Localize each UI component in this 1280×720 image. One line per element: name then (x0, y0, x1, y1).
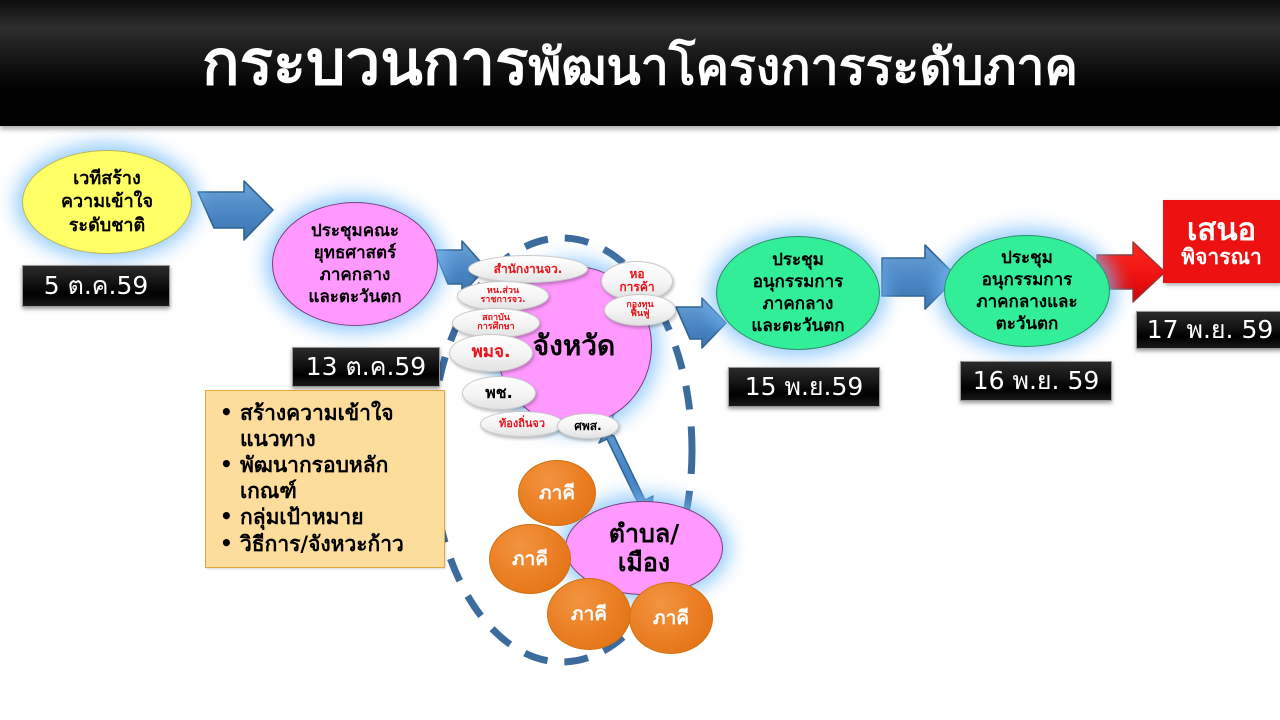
province-partner-pochor[interactable]: พช. (462, 376, 536, 410)
province-partner-label-5: ท้องถิ่นจว (498, 417, 546, 431)
date-badge-strategy-meeting: 13 ต.ค.59 (292, 347, 440, 387)
partner-circle-label-2: ภาคี (571, 603, 607, 625)
node-sub2-line1: ประชุม (1001, 247, 1053, 268)
node-proposal-line2: พิจารณา (1181, 245, 1262, 270)
partner-circle-label-1: ภาคี (512, 548, 548, 570)
node-sub1-line4: และตะวันตก (751, 316, 845, 337)
arrow-forum-to-strategy (197, 180, 274, 241)
node-sub2-line3: ภาคกลางและ (976, 292, 1078, 312)
node-proposal[interactable]: เสนอ พิจารณา (1163, 200, 1280, 283)
date-badge-national-forum: 5 ต.ค.59 (22, 265, 170, 307)
node-tambon-line1: ตำบล/ (608, 519, 680, 548)
node-strategy-line4: และตะวันตก (308, 287, 402, 308)
province-partner-label-7b: การค้า (619, 280, 655, 294)
date-badge-subcommittee-2: 16 พ.ย. 59 (960, 361, 1112, 401)
date-badge-subcommittee-1: 15 พ.ย.59 (728, 367, 880, 407)
node-national-forum-line1: เวทีสร้าง (73, 168, 141, 190)
province-partner-pomochor[interactable]: พมจ. (449, 334, 533, 372)
node-strategy-line3: ภาคกลาง (319, 265, 391, 285)
province-partner-sopasor[interactable]: ศพส. (557, 413, 619, 439)
province-partner-label-6: ศพส. (574, 418, 602, 433)
node-sub1-line1: ประชุม (772, 249, 824, 270)
province-partner-label-3: พมจ. (471, 342, 511, 363)
province-partner-local-admin[interactable]: ท้องถิ่นจว (480, 411, 564, 437)
partner-circle-label-3: ภาคี (653, 607, 689, 629)
province-partner-label-2b: การศึกษา (477, 322, 515, 332)
node-proposal-line1: เสนอ (1186, 211, 1257, 248)
partner-circle-4[interactable]: ภาคี (629, 582, 713, 654)
node-sub2-line2: อนุกรรมการ (981, 269, 1073, 290)
notes-item-1: พัฒนากรอบหลักเกณฑ์ (220, 452, 434, 504)
node-strategy-line1: ประชุมคณะ (310, 220, 400, 241)
province-partner-label-8b: ฟื้นฟู (630, 309, 650, 319)
province-partner-label-7a: หอ (629, 267, 645, 282)
province-partner-rehab-fund[interactable]: กองทุน ฟื้นฟู (604, 294, 676, 326)
node-sub1-line3: ภาคกลาง (762, 294, 834, 314)
node-national-forum-line3: ระดับชาติ (68, 214, 146, 236)
notes-box: สร้างความเข้าใจแนวทาง พัฒนากรอบหลักเกณฑ์… (205, 390, 445, 568)
node-sub1-line2: อนุกรรมการ (752, 271, 844, 292)
date-badge-proposal: 17 พ.ย. 59 (1136, 311, 1280, 349)
node-province-hub-label: จังหวัด (532, 329, 616, 362)
province-partner-hua-na-suan-rachakan[interactable]: หน.ส่วน ราชการจว. (457, 281, 549, 311)
node-sub2-line4: ตะวันตก (995, 314, 1059, 335)
page-title-main: กระบวนการ (202, 26, 529, 99)
node-tambon-line2: เมือง (617, 548, 671, 577)
notes-item-0: สร้างความเข้าใจแนวทาง (220, 400, 434, 452)
node-national-forum[interactable]: เวทีสร้าง ความเข้าใจ ระดับชาติ (22, 150, 192, 254)
province-partner-label-1b: ราชการจว. (480, 295, 526, 305)
province-partner-label-2a: สถาบัน (482, 312, 510, 323)
province-partner-label-4: พช. (485, 382, 513, 402)
province-partner-label-1a: หน.ส่วน (486, 285, 520, 296)
notes-item-3: วิธีการ/จังหวะก้าว (220, 531, 434, 558)
node-strategy-meeting[interactable]: ประชุมคณะ ยุทธศาสตร์ ภาคกลาง และตะวันตก (272, 202, 438, 326)
node-subcommittee-1[interactable]: ประชุม อนุกรรมการ ภาคกลาง และตะวันตก (716, 236, 880, 350)
partner-circle-3[interactable]: ภาคี (547, 578, 631, 650)
province-partner-educational-institute[interactable]: สถาบัน การศึกษา (452, 308, 540, 338)
node-strategy-line2: ยุทธศาสตร์ (313, 242, 397, 263)
partner-circle-label-0: ภาคี (539, 482, 575, 504)
notes-item-2: กลุ่มเป้าหมาย (220, 504, 434, 531)
node-subcommittee-2[interactable]: ประชุม อนุกรรมการ ภาคกลางและ ตะวันตก (944, 235, 1110, 347)
partner-circle-1[interactable]: ภาคี (518, 460, 596, 526)
province-partner-label-0: สำนักงานจว. (493, 261, 563, 276)
page-title-sub: พัฒนาโครงการระดับภาค (528, 38, 1078, 96)
title-banner: กระบวนการพัฒนาโครงการระดับภาค (0, 0, 1280, 126)
partner-circle-2[interactable]: ภาคี (489, 524, 571, 594)
node-national-forum-line2: ความเข้าใจ (60, 191, 154, 213)
province-partner-label-8a: กองทุน (626, 299, 654, 310)
province-partner-sam-nak-ngan[interactable]: สำนักงานจว. (468, 255, 588, 283)
